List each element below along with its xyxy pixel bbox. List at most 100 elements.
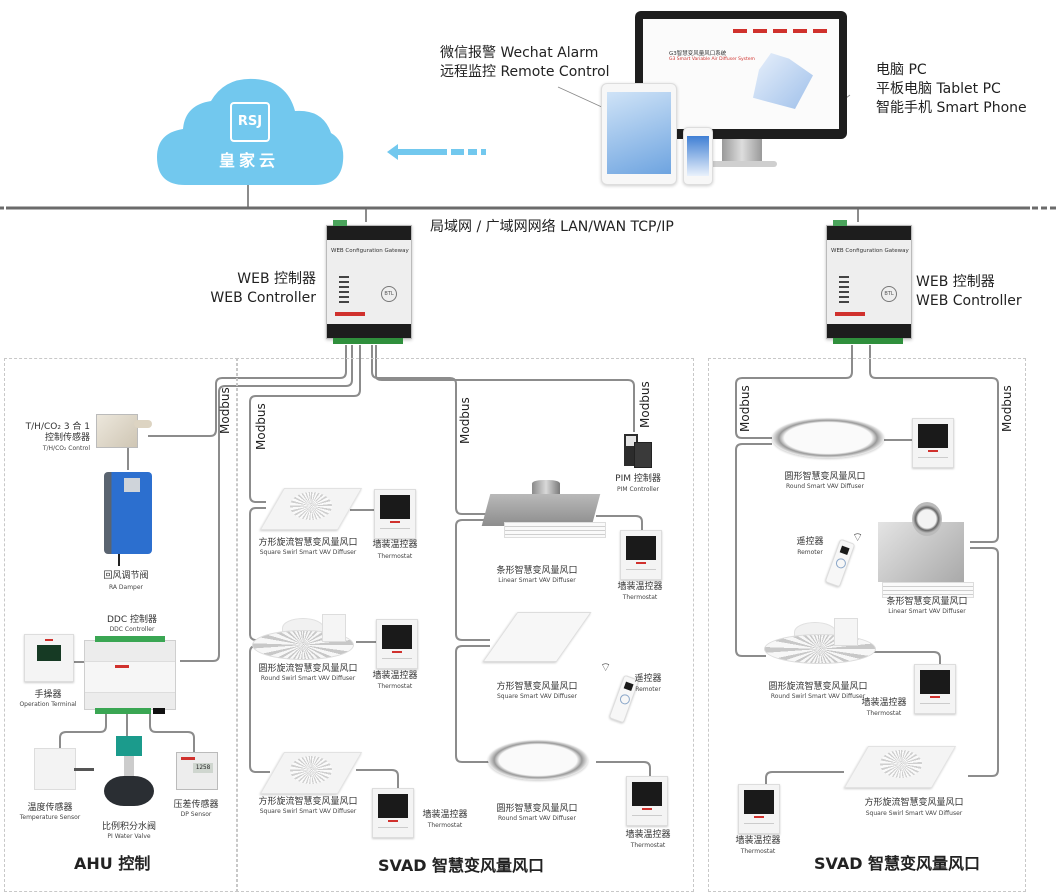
monitor-stand (722, 139, 762, 163)
wire-ahu-modbus (148, 345, 347, 437)
dp-sensor: 1258 (176, 752, 218, 790)
svad1-therm2-label-cn: 墙装温控器 (372, 671, 418, 681)
wire-svad2-left (735, 345, 853, 439)
cloud-icon (157, 78, 344, 185)
svad2-section-title: SVAD 智慧变风量风口 (814, 854, 981, 873)
ahu-sensor-label-en: T/H/CO₂ Control (42, 445, 90, 452)
cloud-label: 皇家云 (218, 151, 279, 170)
svad2-remoter-label-cn: 遥控器 (796, 537, 824, 547)
thermostat-svad2-rs (914, 664, 956, 714)
gateway2-label-en: WEB Controller (916, 293, 1022, 309)
tablet-device (601, 83, 677, 185)
svad1-therm4-label-en: Thermostat (622, 594, 658, 601)
svad1-therm2-label-en: Thermostat (377, 683, 413, 690)
wire-svad1-left (249, 345, 361, 503)
svad1-therm3-label-cn: 墙装温控器 (422, 810, 468, 820)
wire-svad2-right (869, 345, 999, 543)
svad1-rd-swirl-label-en: Round Swirl Smart VAV Diffuser (260, 675, 356, 682)
damper-mount (124, 478, 140, 492)
svad2-therm3-label-en: Thermostat (740, 848, 776, 855)
thermostat-svad2-round (912, 418, 954, 468)
damper-cable (118, 554, 120, 566)
phone-device (683, 127, 713, 185)
gateway1-label-cn: WEB 控制器 (237, 271, 316, 287)
gateway1-label-en: WEB Controller (210, 290, 316, 306)
svad1-rd-swirl-label-cn: 圆形旋流智慧变风量风口 (258, 664, 358, 674)
web-controller-2: WEB Configuration Gateway BTL (826, 220, 912, 344)
ahu-section-title: AHU 控制 (74, 854, 151, 873)
wire-svad1-therm-round (596, 761, 651, 776)
svad2-therm2-label-en: Thermostat (866, 710, 902, 717)
device-label-phone: 智能手机 Smart Phone (876, 100, 1027, 116)
svad2-sq-swirl-label-en: Square Swirl Smart VAV Diffuser (865, 810, 963, 817)
device-label-pc: 电脑 PC (876, 62, 927, 78)
svad1-therm1-label-en: Thermostat (377, 553, 413, 560)
svad1-pim-label-en: PIM Controller (617, 486, 659, 493)
modbus-label-svad1-left: Modbus (254, 403, 268, 450)
ahu-terminal-label-en: Operation Terminal (19, 701, 77, 708)
round-swirl-diffuser-2 (764, 618, 876, 666)
square-swirl-diffuser-3 (843, 742, 957, 792)
square-swirl-diffuser-1 (259, 484, 363, 534)
modbus-label-svad2-left: Modbus (738, 385, 752, 432)
thermostat-svad1-linear (620, 530, 662, 580)
thermostat-svad1-round (626, 776, 668, 826)
ahu-terminal-label-cn: 手操器 (34, 690, 62, 700)
svad1-therm4-label-cn: 墙装温控器 (617, 582, 663, 592)
svad1-round-label-en: Round Smart VAV Diffuser (498, 815, 576, 822)
wire-svad1-therm-linear (596, 515, 643, 530)
ahu-dp-label-cn: 压差传感器 (173, 800, 219, 810)
ahu-ddc-label-cn: DDC 控制器 (106, 615, 157, 625)
thermostat-svad1-1 (374, 489, 416, 539)
dp-sensor-display: 1258 (193, 763, 213, 773)
upload-arrow (387, 144, 486, 160)
square-swirl-diffuser-2 (259, 748, 363, 798)
pim-controller (624, 434, 652, 468)
network-label: 局域网 / 广域网网络 LAN/WAN TCP/IP (430, 219, 674, 235)
svad1-sq-swirl1-label-cn: 方形旋流智慧变风量风口 (258, 538, 358, 548)
svad1-linear-label-en: Linear Smart VAV Diffuser (498, 577, 576, 584)
ahu-damper-label-en: RA Damper (108, 584, 144, 591)
svad2-rd-swirl-label-cn: 圆形旋流智慧变风量风口 (768, 682, 868, 692)
svad2-rd-swirl-label-en: Round Swirl Smart VAV Diffuser (770, 693, 866, 700)
round-diffuser-2 (772, 418, 884, 458)
monitor-base (707, 161, 777, 167)
svad1-sq-swirl1-label-en: Square Swirl Smart VAV Diffuser (259, 549, 357, 556)
temperature-probe (74, 768, 94, 771)
svad2-remoter-label-en: Remoter (797, 549, 823, 556)
zone-svad-1 (236, 358, 694, 892)
wire-svad1-r2 (455, 519, 490, 641)
gateway2-label-cn: WEB 控制器 (916, 274, 995, 290)
linear-diffuser-2 (878, 502, 974, 602)
th-co2-sensor (96, 414, 138, 448)
wire-svad2-r2 (968, 547, 999, 777)
wire-svad2-therm-sq (765, 771, 844, 784)
svad2-linear-label-cn: 条形智慧变风量风口 (886, 597, 968, 607)
ahu-sensor-label-cn2: 控制传感器 (44, 433, 90, 443)
svad1-remoter-label-en: Remoter (635, 686, 661, 693)
svad1-square-label-cn: 方形智慧变风量风口 (496, 682, 578, 692)
modbus-label-pim: Modbus (638, 381, 652, 428)
wire-svad1-therm3 (356, 769, 399, 788)
operation-terminal (24, 634, 74, 682)
svad1-therm5-label-cn: 墙装温控器 (625, 830, 671, 840)
svad1-sq-swirl2-label-cn: 方形旋流智慧变风量风口 (258, 797, 358, 807)
svad2-round-label-en: Round Smart VAV Diffuser (786, 483, 864, 490)
wire-svad2-l2 (735, 443, 772, 657)
wire-svad1-pim (375, 345, 635, 432)
monitor-title-en: G3 Smart Variable Air Diffuser System (669, 57, 755, 62)
round-diffuser-1 (488, 740, 588, 780)
temperature-sensor (34, 748, 76, 790)
modbus-label-svad2-right: Modbus (1000, 385, 1014, 432)
ahu-valve-label-en: PI Water Valve (107, 833, 151, 840)
btl-badge-icon: BTL (881, 286, 897, 302)
svad1-linear-label-cn: 条形智慧变风量风口 (496, 566, 578, 576)
leader-line-remote (557, 86, 605, 109)
svad1-therm1-label-cn: 墙装温控器 (372, 540, 418, 550)
zone-ahu (4, 358, 238, 892)
pi-water-valve-body (104, 776, 154, 806)
btl-badge-icon: BTL (381, 286, 397, 302)
svad2-therm2-label-cn: 墙装温控器 (861, 698, 907, 708)
wire-svad1-r3 (455, 645, 492, 763)
